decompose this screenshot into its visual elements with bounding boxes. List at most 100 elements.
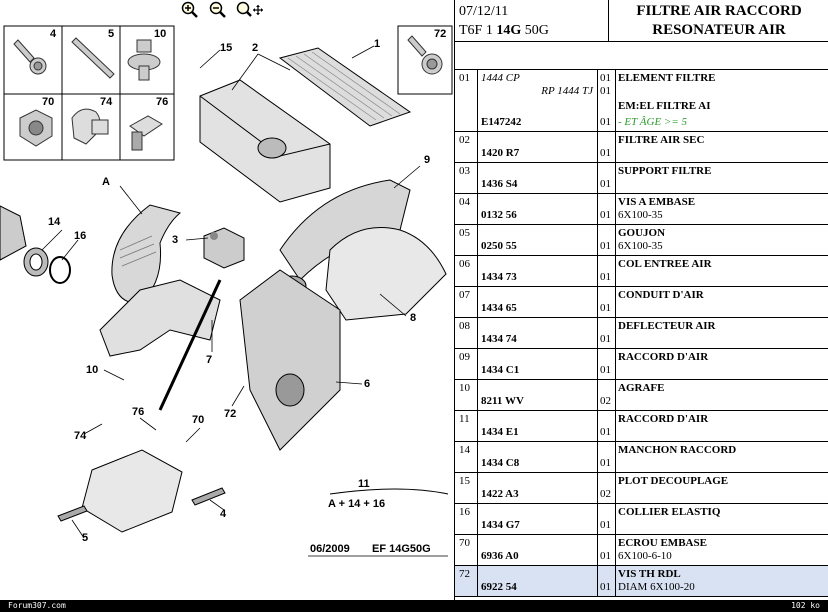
part-designation: COL ENTREE AIR — [618, 258, 712, 270]
inlet-collar-6 — [239, 269, 341, 451]
part-reference: 1434 C8 — [481, 456, 520, 469]
header-spacer — [455, 42, 828, 70]
row-rep-number: 10 — [455, 380, 478, 410]
callout-74: 74 — [74, 430, 87, 442]
part-designation: CONDUIT D'AIR — [618, 289, 704, 301]
part-designation: RACCORD D'AIR — [618, 351, 709, 363]
parts-list-panel: 07/12/11 T6F 1 14G 50G FILTRE AIR RACCOR… — [454, 0, 828, 600]
zoom-in-icon[interactable] — [180, 0, 200, 20]
callout-76: 76 — [132, 406, 145, 418]
part-reference: E147242 — [481, 115, 522, 128]
screw-thumb-72-icon — [407, 35, 443, 75]
callout-7: 7 — [206, 354, 213, 366]
part-quantity: 01 — [600, 425, 611, 438]
row-ref-cell: 1420 R7 — [478, 132, 598, 162]
row-qty-cell: 01 — [598, 225, 616, 255]
row-ref-cell: 8211 WV — [478, 380, 598, 410]
row-rep-number: 04 — [455, 194, 478, 224]
part-reference: 0132 56 — [481, 208, 517, 221]
part-quantity: 01 — [600, 84, 611, 97]
callout-2: 2 — [252, 42, 259, 54]
row-ref-cell: 0250 55 — [478, 225, 598, 255]
part-quantity: 01 — [600, 456, 611, 469]
row-rep-number: 01 — [455, 70, 478, 131]
header-date: 07/12/11 — [459, 4, 509, 19]
row-ref-cell: 1434 74 — [478, 318, 598, 348]
row-qty-cell: 01 — [598, 318, 616, 348]
status-bar: Forum307.com 102 ko — [0, 600, 828, 612]
part-reference: 1434 E1 — [481, 425, 519, 438]
part-quantity: 01 — [600, 332, 611, 345]
air-duct-7 — [99, 279, 221, 357]
zoom-out-icon[interactable] — [208, 0, 228, 20]
air-deflector-8 — [325, 227, 447, 321]
row-ref-cell: 6936 A0 — [478, 535, 598, 565]
callout-6: 6 — [364, 378, 371, 390]
row-qty-cell: 01 — [598, 287, 616, 317]
part-reference: 1434 65 — [481, 301, 517, 314]
row-qty-cell: 01 — [598, 566, 616, 596]
callout-1: 1 — [374, 38, 381, 50]
separator-line — [158, 279, 222, 411]
part-reference: 1434 G7 — [481, 518, 520, 531]
status-site: Forum307.com — [8, 601, 66, 610]
callout-4: 4 — [220, 508, 227, 520]
kit-formula: A + 14 + 16 — [328, 498, 386, 510]
part-quantity: 01 — [600, 518, 611, 531]
part-reference: 6936 A0 — [481, 549, 519, 562]
row-ref-cell: 6922 54 — [478, 566, 598, 596]
part-quantity: 01 — [600, 208, 611, 221]
callout-5: 5 — [82, 532, 89, 544]
part-reference: 1436 S4 — [481, 177, 518, 190]
part-designation: COLLIER ELASTIQ — [618, 506, 721, 518]
nut-thumb-70-icon — [19, 109, 53, 147]
part-designation: MANCHON RACCORD — [618, 444, 737, 456]
part-designation: RACCORD D'AIR — [618, 413, 709, 425]
row-rep-number: 70 — [455, 535, 478, 565]
thumb-label-74: 74 — [100, 96, 113, 108]
part-reference: 1434 73 — [481, 270, 517, 283]
thumb-label-70: 70 — [42, 96, 55, 108]
part-quantity: 01 — [600, 72, 611, 84]
part-reference: 1422 A3 — [481, 487, 519, 500]
row-ref-cell: 0132 56 — [478, 194, 598, 224]
thumb-label-76: 76 — [156, 96, 169, 108]
row-rep-number: 08 — [455, 318, 478, 348]
part-designation: 6X100-6-10 — [618, 549, 672, 562]
row-rep-number: 16 — [455, 504, 478, 534]
pan-zoom-icon[interactable] — [236, 0, 264, 20]
vehicle-suffix: 50G — [524, 23, 549, 38]
part-quantity: 01 — [600, 239, 611, 252]
row-ref-cell: 1434 G7 — [478, 504, 598, 534]
part-designation: DIAM 6X100-20 — [618, 580, 695, 593]
callout-9: 9 — [424, 154, 431, 166]
callout-10: 10 — [86, 364, 99, 376]
row-qty-cell: 01 — [598, 504, 616, 534]
part-designation: FILTRE AIR SEC — [618, 134, 705, 146]
callout-A: A — [102, 176, 110, 188]
part-quantity: 01 — [600, 301, 611, 314]
part-designation: VIS TH RDL — [618, 568, 681, 580]
header-title: FILTRE AIR RACCORD RESONATEUR AIR — [609, 0, 828, 42]
callout-15: 15 — [220, 42, 233, 54]
elastic-clamp-16 — [49, 256, 71, 284]
part-reference: 6922 54 — [481, 580, 517, 593]
